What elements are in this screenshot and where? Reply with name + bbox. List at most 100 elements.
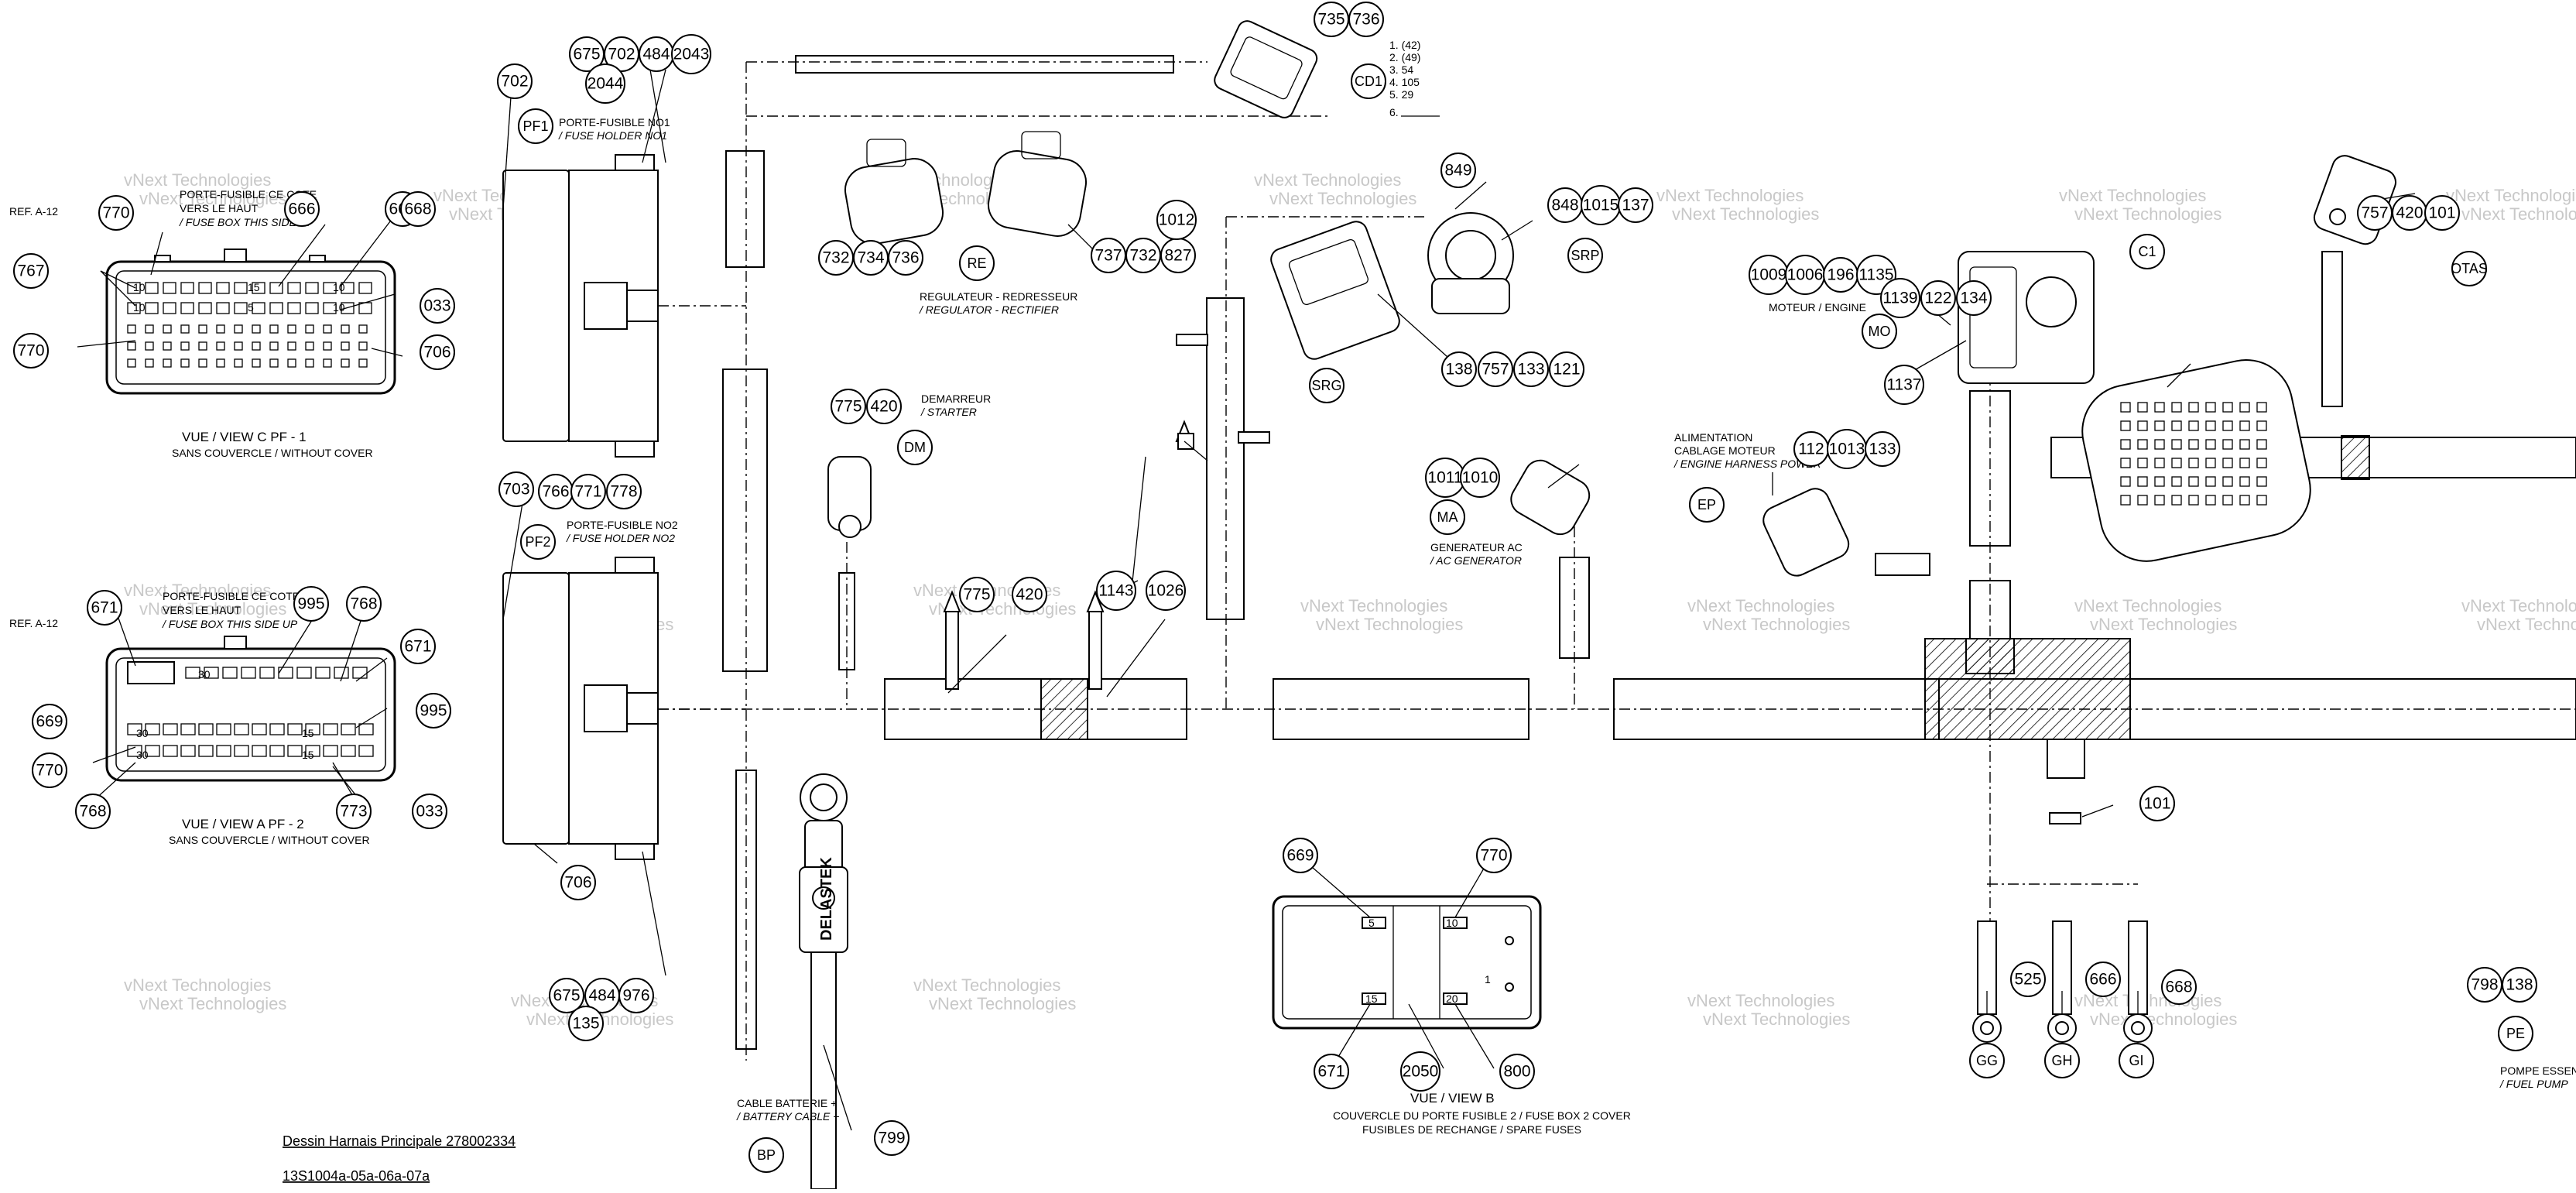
- fuse-cavity: [269, 302, 283, 314]
- location-code-circle: [2498, 1016, 2533, 1051]
- callout-circle: [420, 334, 455, 370]
- callout-circle: [400, 629, 436, 664]
- connector-ma: [1510, 459, 1591, 536]
- fuse-cavity: [2120, 458, 2131, 468]
- pf2-label-fr: PORTE-FUSIBLE NO2: [567, 519, 678, 531]
- fuse-cavity: [269, 358, 279, 368]
- fuse-cavity: [2205, 495, 2216, 506]
- callout-number: 706: [564, 874, 591, 892]
- fuse-cavity: [2154, 476, 2165, 487]
- location-code: PF2: [525, 534, 550, 550]
- fuse-cavity: [323, 302, 337, 314]
- callout-circle: [1460, 458, 1500, 498]
- location-code: GI: [2129, 1053, 2143, 1068]
- view-c-subtitle: SANS COUVERCLE / WITHOUT COVER: [172, 447, 373, 459]
- callout-circle: [1956, 280, 1992, 316]
- fusebox-view-c: [105, 249, 396, 395]
- watermark: vNext Technologies: [1672, 204, 1819, 224]
- fuse-cavity: [145, 723, 160, 735]
- view-a-title: VUE / VIEW A PF - 2: [182, 817, 304, 831]
- harness-branch-pf1: [725, 150, 765, 268]
- connector-ep: [1762, 488, 1850, 577]
- harness-tape-3: [2341, 435, 2370, 480]
- fuse-cavity: [323, 358, 332, 368]
- callout-number: 420: [2396, 204, 2423, 222]
- callout-number: 122: [1924, 290, 1951, 307]
- ep-label-fr-2: CABLAGE MOTEUR: [1674, 444, 1776, 457]
- mo-label: MOTEUR / ENGINE: [1769, 301, 1866, 314]
- fuse-cavity: [2154, 402, 2165, 413]
- callout-number: 849: [1444, 162, 1471, 180]
- fuse-cavity: [2222, 402, 2233, 413]
- fuse-cavity: [2171, 439, 2182, 450]
- callout-number: 121: [1553, 361, 1580, 379]
- callout-circle: [13, 253, 49, 289]
- callout-circle: [293, 586, 329, 622]
- callout-circle: [1478, 351, 1513, 387]
- callout-number: 033: [423, 297, 450, 315]
- callout-circle: [412, 794, 447, 829]
- callout-circle: [1499, 1054, 1535, 1089]
- watermark: vNext Technologies: [1269, 189, 1416, 208]
- location-code: EP: [1697, 497, 1716, 513]
- bp-label-en: / BATTERY CABLE +: [736, 1110, 839, 1123]
- fuse-cavity: [198, 723, 214, 735]
- fuse-cavity: [305, 723, 320, 735]
- callout-number: 702: [501, 73, 528, 91]
- fuse-cavity: [198, 324, 207, 334]
- callout-number: 1137: [1886, 376, 1921, 394]
- leader-line: [1454, 866, 1485, 918]
- callout-circle: [98, 195, 134, 231]
- fuse-cavity: [252, 745, 267, 757]
- fuse-cavity: [198, 745, 214, 757]
- callout-number: 675: [573, 46, 600, 63]
- ep-label-fr-1: ALIMENTATION: [1674, 431, 1752, 444]
- fuse-cavity: [2256, 439, 2267, 450]
- fuse-cavity: [180, 745, 196, 757]
- harness-trunk: [658, 55, 2576, 1061]
- leader-line: [2167, 363, 2191, 388]
- callout-number: 525: [2014, 971, 2041, 989]
- leader-line: [642, 851, 666, 976]
- location-code-circle: [1430, 499, 1465, 535]
- fuse-cavity: [2239, 495, 2250, 506]
- location-code: C1: [2138, 244, 2156, 259]
- fuse-cavity: [127, 745, 142, 757]
- fuse-cavity: [323, 324, 332, 334]
- fuse-cavity: [198, 282, 212, 294]
- callout-number: 133: [1517, 361, 1544, 379]
- fuse-cavity: [2188, 420, 2199, 431]
- callout-circle: [2010, 962, 2046, 997]
- fuse-value: 10: [333, 281, 345, 293]
- fuse-cavity: [145, 324, 154, 334]
- leader-line: [502, 96, 512, 210]
- location-code-circle: [1862, 314, 1897, 349]
- callout-circle: [831, 389, 866, 424]
- fuse-cavity: [234, 282, 248, 294]
- leader-line: [533, 843, 558, 864]
- connector-srp: [1427, 212, 1514, 314]
- cd1-item-5: 5. 29: [1389, 88, 1413, 101]
- fuse-cavity: [287, 723, 303, 735]
- fuse-cavity: [2171, 495, 2182, 506]
- callout-circle: [866, 389, 902, 424]
- connector-dm: [827, 456, 872, 538]
- callout-number: 1006: [1787, 266, 1824, 284]
- fuse-cavity: [305, 302, 319, 314]
- location-code-circle: [518, 108, 553, 144]
- fuse-value: 5: [248, 301, 254, 314]
- callout-circle: [1283, 838, 1318, 873]
- callout-circle: [1865, 431, 1900, 467]
- callout-number: 995: [297, 595, 324, 613]
- fuse-cavity: [341, 723, 356, 735]
- fuse-cavity: [315, 667, 331, 679]
- location-code: DM: [904, 440, 926, 455]
- callout-number: 848: [1551, 197, 1578, 214]
- callout-number: 771: [574, 483, 601, 501]
- fuse-cavity: [287, 358, 296, 368]
- watermark: vNext Technologies: [2461, 204, 2576, 224]
- leader-line: [1454, 181, 1487, 210]
- callout-number: 1026: [1148, 582, 1184, 600]
- callout-layer: 7706686666687677700337066757024842043204…: [13, 2, 2537, 1173]
- fuse-cavity: [287, 745, 303, 757]
